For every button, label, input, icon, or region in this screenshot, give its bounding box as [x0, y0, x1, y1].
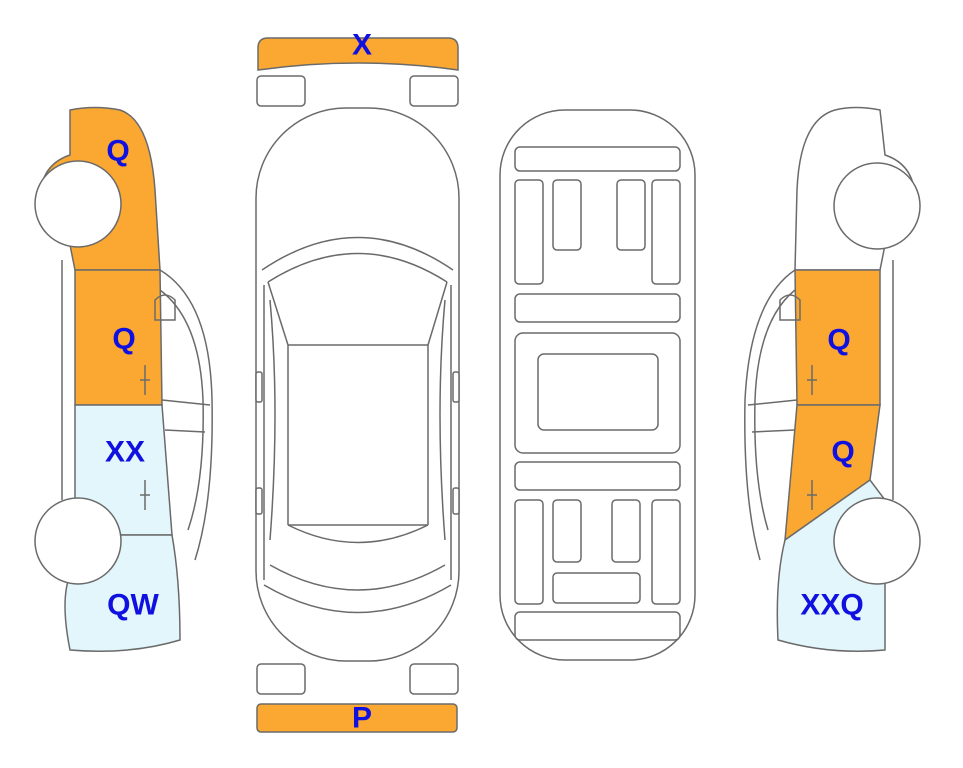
right-side-view — [744, 106, 921, 652]
left-rear-quarter-label: QW — [107, 589, 159, 622]
front-left-light — [256, 75, 306, 107]
rear-left-light — [256, 663, 306, 695]
underbody-view — [499, 109, 696, 661]
left-side-view — [34, 106, 213, 652]
rear-bumper-label: P — [352, 702, 372, 735]
front-bumper-panel[interactable] — [257, 37, 459, 71]
front-right-light — [409, 75, 459, 107]
right-front-door-label: Q — [827, 324, 850, 357]
top-view — [255, 107, 460, 662]
left-rear-door-label: XX — [105, 436, 145, 469]
left-front-fender-label: Q — [106, 135, 129, 168]
front-bumper-label: X — [352, 29, 372, 62]
right-rear-quarter-label: XXQ — [800, 589, 863, 622]
rear-bumper-panel[interactable] — [256, 703, 458, 733]
right-rear-door-label: Q — [831, 436, 854, 469]
rear-right-light — [409, 663, 459, 695]
left-front-door-label: Q — [112, 323, 135, 356]
